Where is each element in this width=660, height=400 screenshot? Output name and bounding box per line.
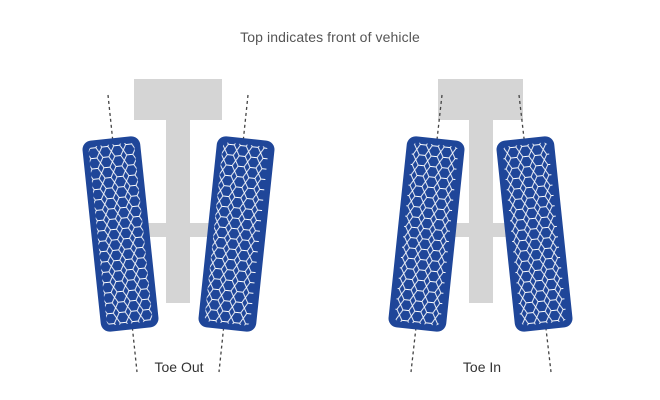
tire-tread-icon [394,142,459,326]
toe-in-panel [388,79,573,373]
toe-in-left-tire [388,136,465,332]
toe-out-right-tire [198,136,275,332]
toe-out-label: Toe Out [154,359,204,375]
toe-in-label: Toe In [462,359,502,375]
toe-out-panel [82,79,275,373]
toe-out-left-tire [82,136,159,332]
tire-tread-icon [204,142,269,326]
tire-tread-icon [502,142,567,326]
diagram-caption: Top indicates front of vehicle [240,29,420,45]
tire-tread-icon [88,142,153,326]
toe-in-right-tire [496,136,573,332]
